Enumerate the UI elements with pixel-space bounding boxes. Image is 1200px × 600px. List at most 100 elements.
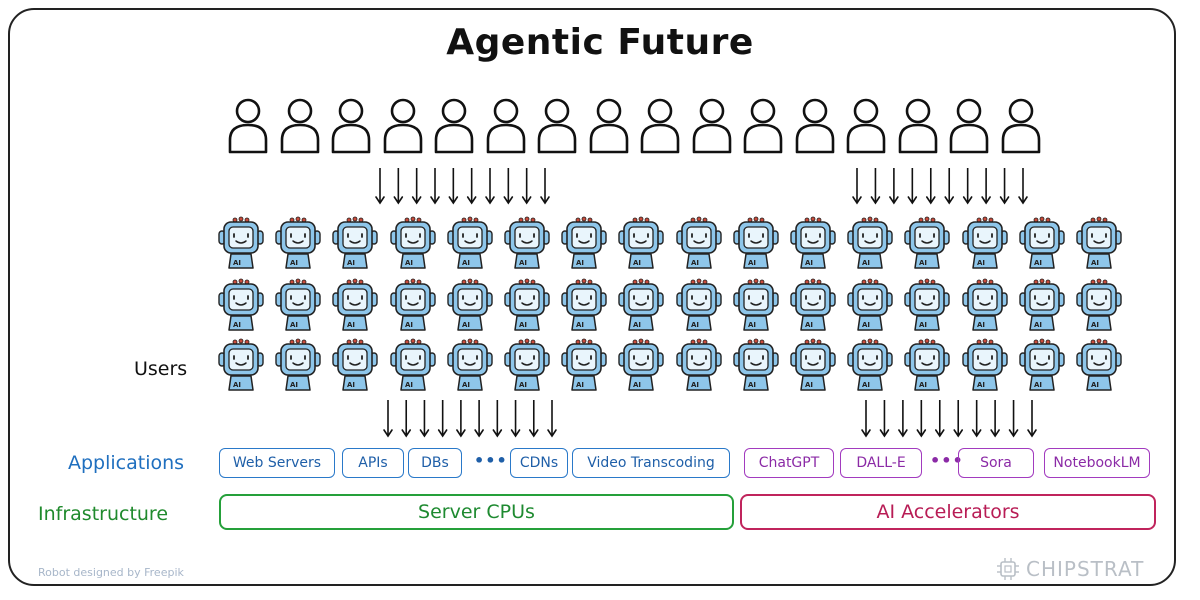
svg-text:AI: AI bbox=[691, 259, 699, 267]
app-apis: APIs bbox=[342, 448, 404, 478]
robot-icon: AI bbox=[332, 338, 379, 392]
robot-icon: AI bbox=[847, 216, 893, 270]
svg-text:AI: AI bbox=[347, 381, 355, 389]
brand-name: CHIPSTRAT bbox=[1026, 557, 1145, 581]
svg-text:AI: AI bbox=[691, 321, 699, 329]
app-dall-e: DALL-E bbox=[840, 448, 922, 478]
svg-text:AI: AI bbox=[405, 381, 413, 389]
svg-text:AI: AI bbox=[576, 259, 584, 267]
robot-icon: AI bbox=[733, 338, 779, 392]
robot-icon: AI bbox=[675, 338, 722, 392]
image-credit: Robot designed by Freepik bbox=[38, 566, 184, 579]
svg-text:AI: AI bbox=[977, 259, 985, 267]
svg-text:AI: AI bbox=[576, 321, 584, 329]
robot-icon: AI bbox=[904, 338, 951, 392]
robot-icon: AI bbox=[1019, 216, 1065, 270]
robot-icon: AI bbox=[790, 278, 836, 332]
app-sora: Sora bbox=[958, 448, 1034, 478]
svg-text:AI: AI bbox=[977, 381, 985, 389]
user-icon bbox=[741, 96, 785, 156]
svg-text:AI: AI bbox=[290, 259, 298, 267]
robot-icon: AI bbox=[790, 338, 836, 392]
svg-text:AI: AI bbox=[405, 321, 413, 329]
svg-text:AI: AI bbox=[805, 381, 813, 389]
robot-icon: AI bbox=[847, 278, 893, 332]
app-notebooklm: NotebookLM bbox=[1044, 448, 1150, 478]
svg-text:AI: AI bbox=[519, 381, 527, 389]
robot-icon: AI bbox=[1076, 278, 1122, 332]
svg-text:AI: AI bbox=[1091, 321, 1099, 329]
svg-text:AI: AI bbox=[1034, 381, 1042, 389]
infra-server-cpus: Server CPUs bbox=[219, 494, 734, 530]
app-video-transcoding: Video Transcoding bbox=[572, 448, 730, 478]
users-label: Users bbox=[134, 358, 188, 380]
robot-icon: AI bbox=[275, 216, 321, 270]
robot-icon: AI bbox=[733, 278, 779, 332]
user-icon bbox=[226, 96, 270, 156]
user-icon bbox=[844, 96, 888, 156]
robot-icon: AI bbox=[218, 216, 264, 270]
robot-icon: AI bbox=[961, 338, 1008, 392]
user-icon bbox=[690, 96, 734, 156]
robot-icon: AI bbox=[447, 216, 493, 270]
user-icon bbox=[484, 96, 528, 156]
svg-text:AI: AI bbox=[862, 381, 870, 389]
svg-text:AI: AI bbox=[462, 381, 470, 389]
svg-text:AI: AI bbox=[233, 381, 241, 389]
robot-icon: AI bbox=[961, 216, 1008, 270]
svg-text:AI: AI bbox=[919, 259, 927, 267]
svg-text:AI: AI bbox=[748, 259, 756, 267]
svg-text:AI: AI bbox=[977, 321, 985, 329]
user-icon bbox=[587, 96, 631, 156]
svg-text:AI: AI bbox=[862, 321, 870, 329]
svg-text:AI: AI bbox=[919, 381, 927, 389]
robot-icon: AI bbox=[1019, 278, 1065, 332]
user-icon bbox=[535, 96, 579, 156]
robot-icon: AI bbox=[218, 278, 264, 332]
svg-text:AI: AI bbox=[1034, 321, 1042, 329]
svg-text:AI: AI bbox=[290, 321, 298, 329]
user-icon bbox=[999, 96, 1043, 156]
robot-icon: AI bbox=[389, 338, 436, 392]
svg-text:AI: AI bbox=[691, 381, 699, 389]
brand-logo: CHIPSTRAT bbox=[996, 556, 1144, 582]
robot-icon: AI bbox=[618, 338, 665, 392]
robot-icon: AI bbox=[504, 338, 550, 392]
ai-apps-ellipsis: ••• bbox=[930, 451, 964, 470]
robot-icon: AI bbox=[675, 216, 722, 270]
robot-icon: AI bbox=[389, 216, 436, 270]
chip-logo-icon bbox=[997, 558, 1019, 580]
svg-text:AI: AI bbox=[519, 259, 527, 267]
svg-text:AI: AI bbox=[805, 259, 813, 267]
infrastructure-label: Infrastructure bbox=[38, 503, 169, 525]
svg-text:AI: AI bbox=[576, 381, 584, 389]
svg-text:AI: AI bbox=[805, 321, 813, 329]
svg-text:AI: AI bbox=[633, 321, 641, 329]
robot-icon: AI bbox=[389, 278, 436, 332]
robot-icon: AI bbox=[675, 278, 722, 332]
svg-text:AI: AI bbox=[462, 321, 470, 329]
cpu-apps-ellipsis: ••• bbox=[474, 451, 508, 470]
diagram-title: Agentic Future bbox=[446, 22, 754, 63]
svg-text:AI: AI bbox=[462, 259, 470, 267]
robot-icon: AI bbox=[447, 278, 493, 332]
robot-icon: AI bbox=[447, 338, 493, 392]
robot-icon: AI bbox=[618, 278, 665, 332]
users-row bbox=[0, 96, 1200, 158]
robot-icon: AI bbox=[847, 338, 893, 392]
robot-icon: AI bbox=[218, 338, 264, 392]
svg-text:AI: AI bbox=[233, 259, 241, 267]
robot-icon: AI bbox=[504, 278, 550, 332]
robot-icon: AI bbox=[504, 216, 550, 270]
robot-icon: AI bbox=[561, 216, 607, 270]
user-icon bbox=[278, 96, 322, 156]
robot-icon: AI bbox=[904, 216, 951, 270]
user-icon bbox=[329, 96, 373, 156]
robot-icon: AI bbox=[561, 338, 607, 392]
svg-text:AI: AI bbox=[633, 259, 641, 267]
svg-text:AI: AI bbox=[919, 321, 927, 329]
svg-text:AI: AI bbox=[290, 381, 298, 389]
robot-icon: AI bbox=[561, 278, 607, 332]
svg-text:AI: AI bbox=[347, 259, 355, 267]
